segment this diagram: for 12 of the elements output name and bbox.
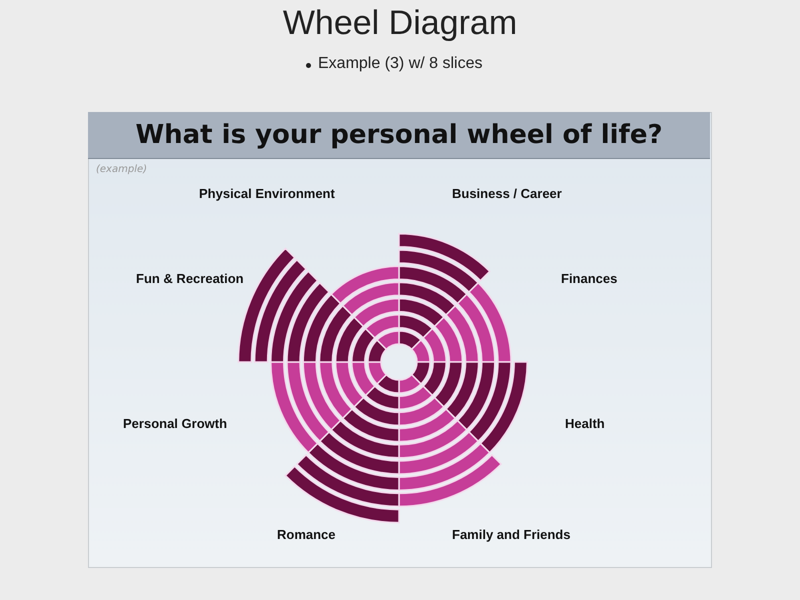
slice-label: Fun & Recreation	[136, 271, 244, 286]
note: (example)	[96, 164, 148, 175]
slice-label: Business / Career	[452, 186, 562, 201]
slice-label: Personal Growth	[123, 416, 228, 431]
subtitle: Example (3) w/ 8 slices	[318, 55, 482, 73]
slice-label: Family and Friends	[452, 527, 570, 542]
slice-label: Physical Environment	[199, 186, 335, 201]
title: Wheel Diagram	[282, 4, 518, 43]
slice-label: Health	[565, 416, 605, 431]
header-band: What is your personal wheel of life?	[88, 112, 710, 159]
slice-label: Romance	[277, 527, 336, 542]
slice-label: Finances	[561, 271, 618, 286]
